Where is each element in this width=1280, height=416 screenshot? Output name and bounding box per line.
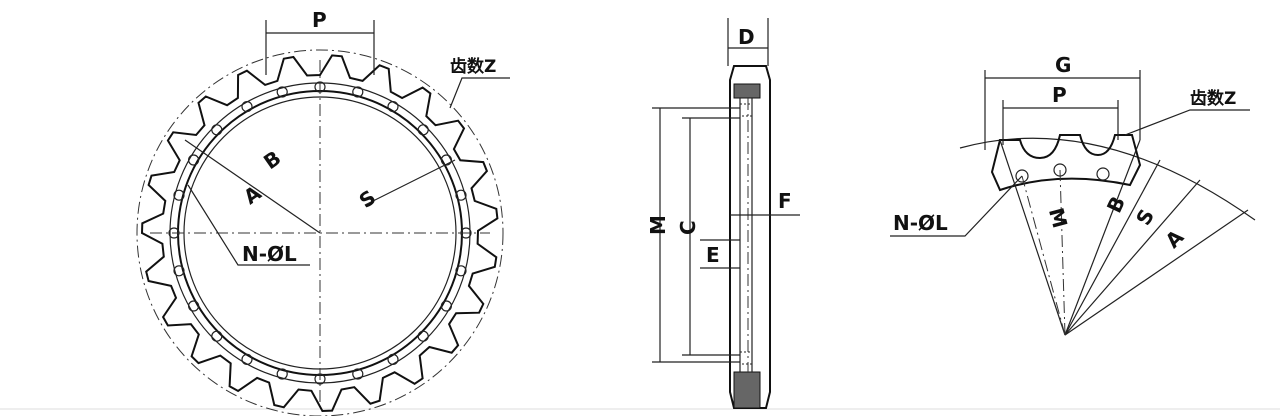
pitch-label: P	[312, 8, 327, 32]
bolt-hole	[417, 124, 429, 136]
segment-pitch-label: P	[1052, 83, 1067, 107]
sprocket-section-view: D M C F E	[646, 18, 800, 409]
bolt-hole	[417, 330, 429, 342]
sprocket-segment-view: G P 齿数Z N-ØL M B S A	[890, 53, 1256, 336]
segment-outline	[990, 134, 1142, 192]
bolt-holes	[168, 81, 472, 385]
bolt-hole	[276, 368, 288, 380]
sprocket-teeth-outline	[140, 54, 499, 413]
e-label: E	[706, 243, 720, 267]
bolt-hole	[211, 124, 223, 136]
tip-circle	[136, 49, 504, 416]
bolt-hole	[188, 300, 200, 312]
bolt-hole	[173, 265, 185, 277]
m-label: M	[646, 215, 670, 235]
bolt-hole	[440, 300, 452, 312]
bolt-hole	[387, 100, 399, 113]
segment-holes-label: N-ØL	[893, 211, 948, 235]
bolt-hole	[241, 353, 253, 365]
g-label: G	[1055, 53, 1071, 77]
bolt-hole	[211, 330, 223, 342]
bolt-hole	[276, 86, 288, 98]
bolt-hole	[387, 353, 399, 365]
f-label: F	[778, 189, 792, 213]
bolt-hole	[352, 368, 364, 380]
teeth-count-label: 齿数Z	[450, 56, 496, 77]
bolt-hole	[440, 154, 452, 166]
bolt-hole	[455, 265, 467, 277]
bolt-hole	[188, 154, 200, 166]
d-label: D	[738, 25, 755, 49]
bolt-hole	[352, 86, 364, 98]
holes-label: N-ØL	[242, 242, 297, 266]
c-label: C	[676, 220, 700, 235]
segment-teeth-count-label: 齿数Z	[1190, 88, 1236, 109]
bolt-hole	[455, 189, 467, 201]
bolt-hole	[241, 100, 253, 113]
bolt-hole	[173, 189, 185, 201]
